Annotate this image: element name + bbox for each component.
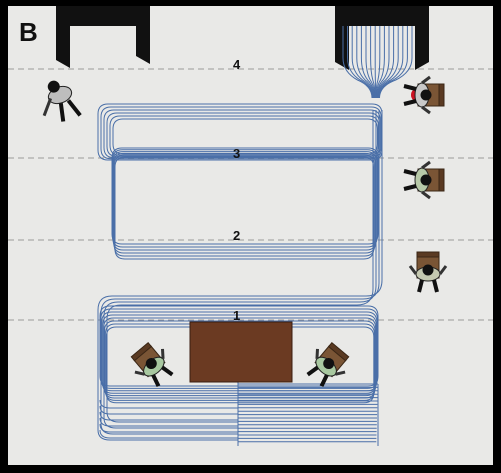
person-head [145,358,157,370]
cable-loops [97,26,413,446]
row-divider-lines [8,68,493,321]
row-label-4: 4 [233,57,241,72]
left-doorway [56,6,150,68]
cable-drop [342,26,373,99]
chair-back [438,168,445,192]
cable-drop [377,26,399,99]
cable-drop [356,26,374,99]
standing-person-top-left [42,80,82,122]
cable-drop [378,26,408,99]
lower-cable-loop [100,308,378,389]
cable-drop [378,26,404,99]
person-legs [58,99,82,122]
chair-back [130,341,153,362]
chair-back [416,251,440,258]
person-arms [315,348,346,376]
seated-person-right-3 [408,251,448,293]
lower-cable-loop [102,314,377,394]
upper-cable-loop [100,106,382,160]
panel-letter: B [19,17,38,47]
middle-cable-loop [113,152,376,254]
person-head [422,264,434,276]
lower-left-cable [99,411,238,421]
right-doorway [335,6,429,70]
lower-cable-loop [104,323,375,401]
cable-drop [370,26,376,99]
person-arms [408,265,448,275]
seated-person-right-1 [403,75,445,115]
cable-drop [377,26,395,99]
person-head [47,80,60,93]
cable-drop [360,26,375,99]
floor-area [8,6,493,465]
cable-drop [347,26,373,99]
lower-cable-loop [105,326,375,404]
table [189,321,293,383]
row-label-3: 3 [233,146,241,161]
seated-person-table-right [306,341,350,388]
lower-left-cable [99,423,238,433]
person-arms [421,75,431,115]
outer-cable-loop [100,110,380,435]
person-legs [403,84,417,106]
cable-drop [351,26,374,99]
cable-drop [365,26,375,99]
person-head [420,174,432,186]
cable-drop [379,26,413,99]
cable-drop [376,26,390,99]
outer-cable-loop [97,110,383,441]
lower-left-cable [99,429,238,439]
person-legs [403,169,417,191]
seated-person-table-left [130,341,174,388]
row-label-2: 2 [233,228,241,243]
lower-left-cable [99,405,238,415]
middle-cable-loop [111,147,379,245]
person-arms [421,160,431,200]
person-legs [306,365,329,388]
chair-back [438,83,445,107]
person-arm [42,97,53,117]
seated-person-right-2 [403,160,445,200]
person-legs [151,365,174,388]
middle-cable-loop [112,151,377,251]
person-head [323,358,335,370]
person-arms [134,348,165,376]
lower-left-cable [99,417,238,427]
people-and-chairs [42,75,448,388]
row-label-1: 1 [233,308,241,323]
person-head [420,89,432,101]
cable-drop [375,26,381,99]
lower-left-cable [99,399,238,409]
lower-cable-loop [103,317,377,397]
person-legs [417,279,439,293]
chair-back [327,341,350,362]
lower-cable-loop [99,305,379,387]
cable-drop [376,26,385,99]
middle-cable-loop [114,156,374,260]
